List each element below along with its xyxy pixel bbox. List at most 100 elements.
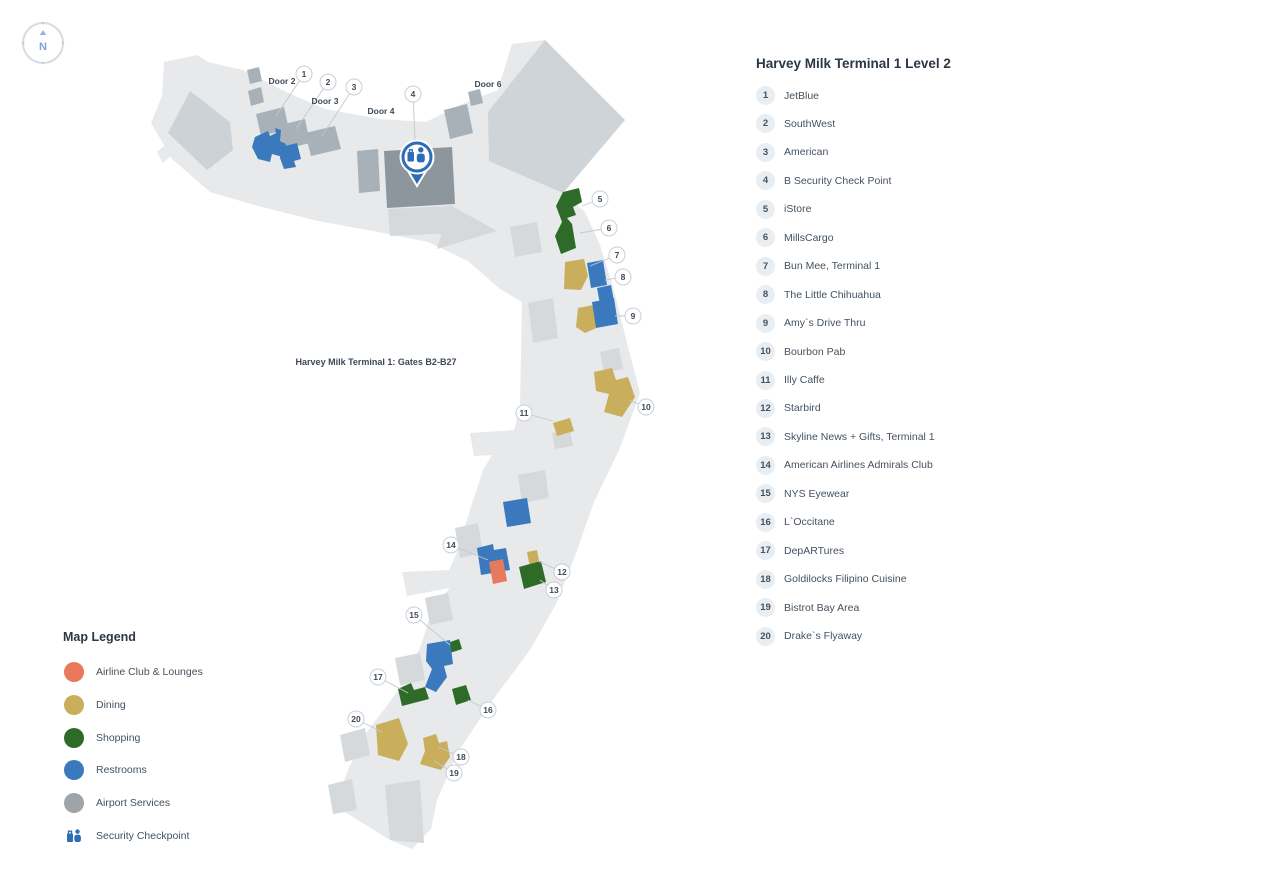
door-label: Door 2 xyxy=(269,76,296,86)
map-marker-7[interactable]: 7 xyxy=(608,246,626,264)
map-marker-circle[interactable] xyxy=(295,65,313,83)
map-marker-number: 7 xyxy=(615,250,620,260)
map-marker-10[interactable]: 10 xyxy=(637,398,655,416)
list-item-label: Bun Mee, Terminal 1 xyxy=(784,260,881,273)
map-marker-8[interactable]: 8 xyxy=(614,268,632,286)
map-marker-circle[interactable] xyxy=(614,268,632,286)
map-marker-circle[interactable] xyxy=(608,246,626,264)
map-marker-number: 3 xyxy=(352,82,357,92)
map-marker-circle[interactable] xyxy=(624,307,642,325)
list-item-number-badge: 16 xyxy=(756,512,775,532)
map-marker-circle[interactable] xyxy=(452,748,470,766)
map-marker-circle[interactable] xyxy=(637,398,655,416)
map-marker-circle[interactable] xyxy=(445,764,463,782)
map-marker-9[interactable]: 9 xyxy=(624,307,642,325)
map-marker-6[interactable]: 6 xyxy=(600,219,618,237)
security-checkpoint-icon xyxy=(64,826,84,846)
map-marker-1[interactable]: 1 xyxy=(295,65,313,83)
page-title: Harvey Milk Terminal 1 Level 2 xyxy=(756,56,951,71)
shopping-area-skyline xyxy=(519,561,546,589)
restroom-area xyxy=(592,298,618,328)
list-item-number-badge: 20 xyxy=(756,626,775,646)
dining-area-goldilocks xyxy=(420,734,450,770)
list-item-label: Illy Caffe xyxy=(784,374,825,386)
map-marker-circle[interactable] xyxy=(479,701,497,719)
services-building xyxy=(444,104,473,139)
map-marker-circle[interactable] xyxy=(591,190,609,208)
map-marker-number: 13 xyxy=(549,585,559,595)
legend-color-swatch xyxy=(64,793,84,814)
legend-item-label: Security Checkpoint xyxy=(96,830,190,842)
map-marker-4[interactable]: 4 xyxy=(404,85,422,103)
list-item-number-badge: 19 xyxy=(756,598,775,618)
map-marker-circle[interactable] xyxy=(347,710,365,728)
list-item-number-badge: 15 xyxy=(756,484,775,504)
list-item-number-badge: 5 xyxy=(756,199,775,219)
legend-item: Airport Services xyxy=(64,792,170,814)
map-marker-3[interactable]: 3 xyxy=(345,78,363,96)
map-marker-14[interactable]: 14 xyxy=(442,536,460,554)
legend-color-swatch xyxy=(64,760,84,781)
map-marker-17[interactable]: 17 xyxy=(369,668,387,686)
map-marker-19[interactable]: 19 xyxy=(445,764,463,782)
map-marker-circle[interactable] xyxy=(345,78,363,96)
legend-item-label: Airport Services xyxy=(96,797,171,810)
map-marker-circle[interactable] xyxy=(369,668,387,686)
map-marker-number: 5 xyxy=(598,194,603,204)
legend-color-swatch xyxy=(64,727,84,748)
map-marker-5[interactable]: 5 xyxy=(591,190,609,208)
map-marker-15[interactable]: 15 xyxy=(405,606,423,624)
marker-leader-line xyxy=(295,81,329,130)
airline-club-area-admirals xyxy=(489,559,507,584)
map-marker-circle[interactable] xyxy=(442,536,460,554)
map-marker-16[interactable]: 16 xyxy=(479,701,497,719)
map-marker-13[interactable]: 13 xyxy=(545,581,563,599)
list-item-label: Skyline News + Gifts, Terminal 1 xyxy=(784,430,935,443)
list-item-number-badge: 8 xyxy=(756,285,775,305)
legend-item: Restrooms xyxy=(64,759,147,781)
map-marker-circle[interactable] xyxy=(405,606,423,624)
map-marker-2[interactable]: 2 xyxy=(319,73,337,91)
list-item-label: SouthWest xyxy=(784,117,836,130)
terminal-gates-label: Harvey Milk Terminal 1: Gates B2-B27 xyxy=(296,357,457,367)
list-item-label: Amy`s Drive Thru xyxy=(784,317,866,330)
map-marker-12[interactable]: 12 xyxy=(553,563,571,581)
map-marker-circle[interactable] xyxy=(319,73,337,91)
compass-north-arrow-icon xyxy=(39,30,47,35)
map-marker-circle[interactable] xyxy=(545,581,563,599)
restroom-area xyxy=(425,640,453,692)
map-marker-circle[interactable] xyxy=(404,85,422,103)
security-checkpoint-pin[interactable] xyxy=(399,139,435,188)
floor-spur xyxy=(157,141,177,163)
map-marker-20[interactable]: 20 xyxy=(347,710,365,728)
map-marker-circle[interactable] xyxy=(515,404,533,422)
map-marker-18[interactable]: 18 xyxy=(452,748,470,766)
shopping-area-departures xyxy=(398,683,429,706)
map-marker-11[interactable]: 11 xyxy=(515,404,533,422)
marker-leader-line xyxy=(321,86,355,137)
map-marker-circle[interactable] xyxy=(600,219,618,237)
map-marker-circle[interactable] xyxy=(553,563,571,581)
